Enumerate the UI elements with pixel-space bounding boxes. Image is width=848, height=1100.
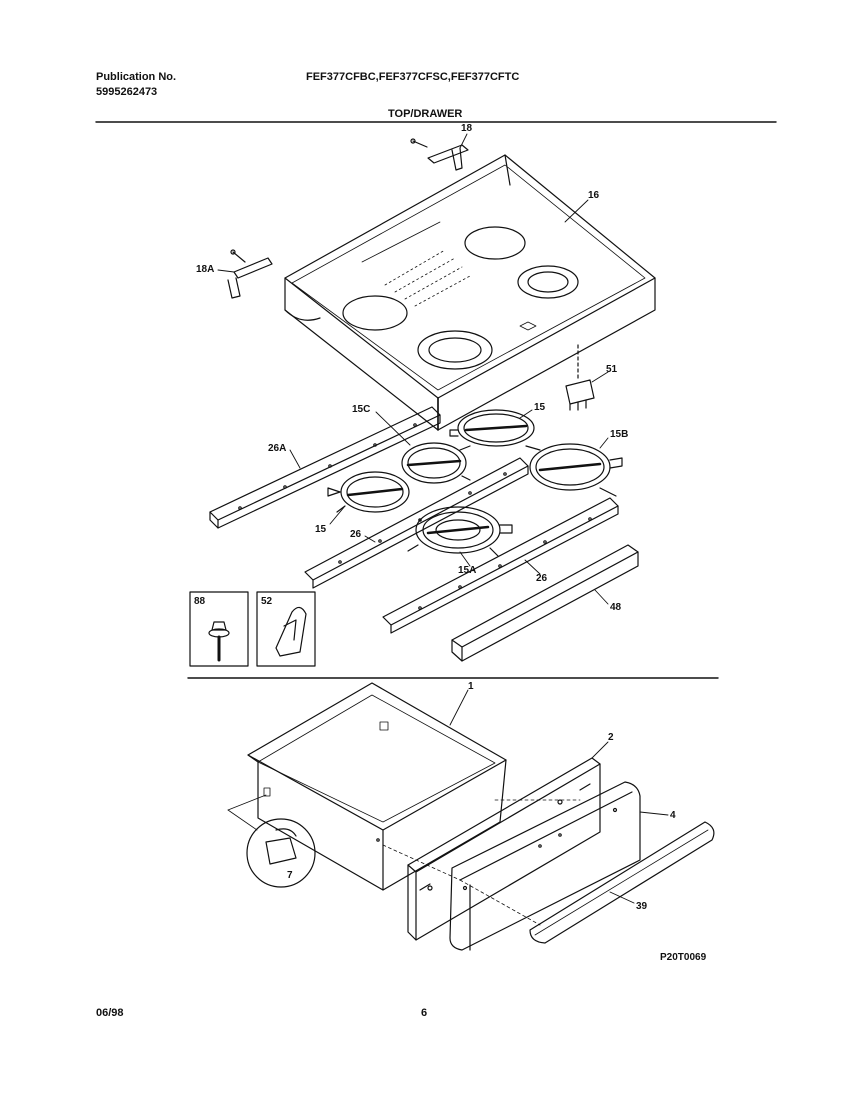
drawer-handle-39 (529, 821, 715, 944)
support-rail-26-left (304, 457, 529, 589)
terminal-block-51 (565, 344, 595, 411)
part-label-88: 88 (194, 596, 206, 607)
publication-label: Publication No. (96, 71, 177, 83)
part-label-39: 39 (636, 901, 648, 912)
page-number: 6 (421, 1007, 428, 1019)
burner-element-15B (525, 443, 623, 497)
figure-code: P20T0069 (660, 952, 707, 963)
section-title: TOP/DRAWER (388, 108, 463, 120)
footer-date: 06/98 (96, 1007, 124, 1019)
part-label-26-left: 26 (350, 529, 362, 540)
detail-circle-7 (227, 794, 316, 888)
support-rail-26-right (382, 497, 619, 634)
model-numbers: FEF377CFBC,FEF377CFSC,FEF377CFTC (306, 71, 520, 83)
part-label-51: 51 (606, 364, 618, 375)
hinge-bracket-18A (227, 249, 273, 299)
cooktop-top-panel (284, 154, 656, 431)
inset-box-88 (189, 591, 249, 667)
part-label-18: 18 (461, 123, 473, 134)
part-label-16: 16 (588, 190, 600, 201)
hinge-bracket-18 (410, 138, 469, 171)
burner-element-15C (401, 442, 471, 484)
part-label-4: 4 (670, 810, 676, 821)
drawer-box-1 (247, 682, 507, 891)
part-label-15-top: 15 (534, 402, 546, 413)
part-label-15C: 15C (352, 404, 371, 415)
front-trim-48 (451, 544, 639, 662)
part-label-2: 2 (608, 732, 614, 743)
burner-element-15-left (327, 471, 410, 513)
part-label-1: 1 (468, 681, 474, 692)
drawer-front-4 (449, 781, 641, 951)
leader-lines (217, 133, 669, 904)
publication-number: 5995262473 (96, 86, 158, 98)
burner-element-15-top (449, 409, 535, 447)
support-rail-26A (209, 406, 441, 529)
part-label-15B: 15B (610, 429, 629, 440)
part-label-15A: 15A (458, 565, 477, 576)
part-label-26A: 26A (268, 443, 287, 454)
inset-box-52 (256, 591, 316, 667)
drawer-slide-2 (407, 757, 601, 941)
part-label-26-right: 26 (536, 573, 548, 584)
burner-element-15A (407, 506, 513, 557)
alignment-lines (382, 799, 581, 926)
part-label-15-left: 15 (315, 524, 327, 535)
part-label-18A: 18A (196, 264, 215, 275)
part-label-52: 52 (261, 596, 273, 607)
part-label-7: 7 (287, 870, 293, 881)
part-label-48: 48 (610, 602, 622, 613)
